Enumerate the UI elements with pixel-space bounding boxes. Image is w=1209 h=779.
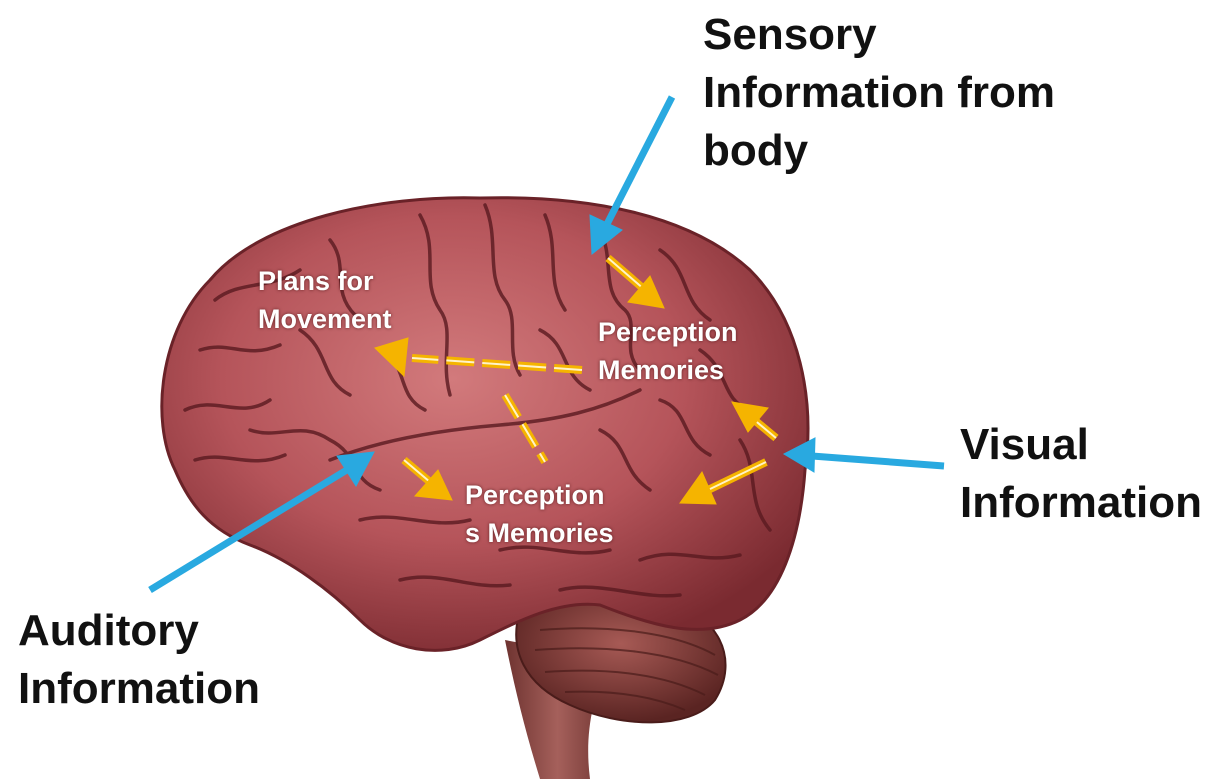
perception-lower-line-2: s Memories [465,514,614,552]
plans-label-line-1: Plans for [258,262,392,300]
visual-input-arrow [784,438,944,472]
visual-label-line-2: Information [960,474,1202,532]
auditory-label-line-2: Information [18,660,260,718]
visual-label-line-1: Visual [960,416,1202,474]
plans-label-line-2: Movement [258,300,392,338]
sensory-label-line-2: Information from [703,64,1055,122]
plans-for-movement-label: Plans for Movement [258,262,392,338]
perception-lower-line-1: Perception [465,476,614,514]
sensory-label-line-3: body [703,122,1055,180]
auditory-label-line-1: Auditory [18,602,260,660]
auditory-information-label: Auditory Information [18,602,260,718]
visual-information-label: Visual Information [960,416,1202,532]
perception-memories-lower-label: Perception s Memories [465,476,614,552]
sensory-label-line-1: Sensory [703,6,1055,64]
sensory-information-label: Sensory Information from body [703,6,1055,180]
perception-upper-line-1: Perception [598,313,738,351]
perception-upper-line-2: Memories [598,351,738,389]
perception-memories-upper-label: Perception Memories [598,313,738,389]
